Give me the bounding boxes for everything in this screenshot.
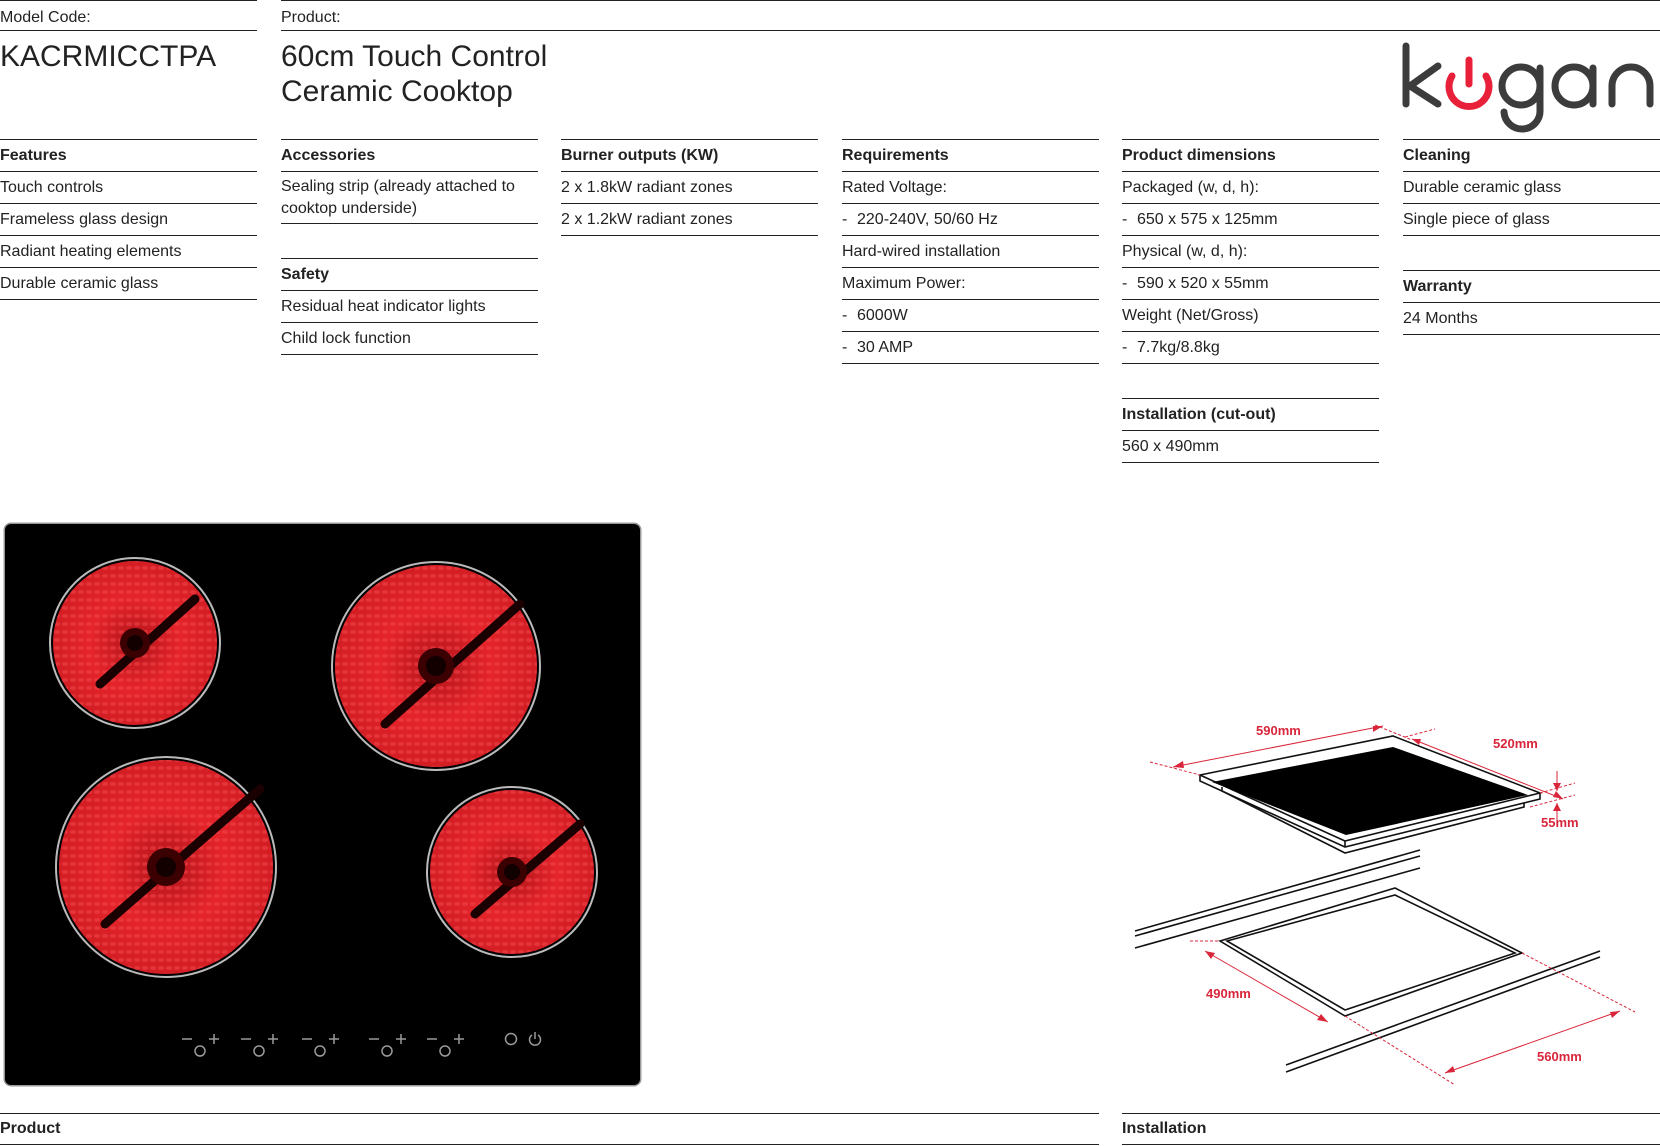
features-heading: Features — [0, 139, 257, 172]
model-code-label: Model Code: — [0, 0, 257, 31]
burner-outputs-item: 2 x 1.2kW radiant zones — [561, 204, 818, 236]
warranty-item: 24 Months — [1403, 303, 1660, 335]
timer-controls — [302, 1034, 339, 1057]
zone-2-controls — [241, 1034, 278, 1057]
spacer — [281, 224, 538, 258]
burner-bottom-right — [426, 786, 598, 958]
accessories-item: Sealing strip (already attached to cookt… — [281, 172, 538, 224]
features-item: Touch controls — [0, 172, 257, 204]
dimensions-value: 590 x 520 x 55mm — [1137, 275, 1269, 292]
features-section: Features Touch controls Frameless glass … — [0, 139, 257, 300]
product-dimensions-heading: Product dimensions — [1122, 139, 1379, 172]
burner-outputs-item: 2 x 1.8kW radiant zones — [561, 172, 818, 204]
bullet-dash: - — [842, 339, 848, 356]
requirements-item: Maximum Power: — [842, 268, 1099, 300]
cutout-width-dimension: 560mm — [1537, 1049, 1582, 1064]
requirements-value: 30 AMP — [857, 339, 914, 356]
power-icon — [1445, 56, 1493, 110]
requirements-item: Hard-wired installation — [842, 236, 1099, 268]
requirements-heading: Requirements — [842, 139, 1099, 172]
burner-bottom-left — [55, 756, 277, 978]
burner-outputs-heading: Burner outputs (KW) — [561, 139, 818, 172]
requirements-item: Rated Voltage: — [842, 172, 1099, 204]
features-item: Durable ceramic glass — [0, 268, 257, 300]
dimensions-item: -590 x 520 x 55mm — [1122, 268, 1379, 300]
cleaning-item: Durable ceramic glass — [1403, 172, 1660, 204]
requirements-section: Requirements Rated Voltage: -220-240V, 5… — [842, 139, 1099, 364]
cutout-depth-dimension: 490mm — [1206, 986, 1251, 1001]
depth-dimension: 520mm — [1493, 736, 1538, 751]
requirements-item: -6000W — [842, 300, 1099, 332]
zone-1-controls — [182, 1034, 219, 1057]
product-title: 60cm Touch Control Ceramic Cooktop — [281, 39, 547, 109]
height-dimension: 55mm — [1541, 815, 1579, 830]
requirements-item: -220-240V, 50/60 Hz — [842, 204, 1099, 236]
zone-3-controls — [369, 1034, 406, 1057]
bullet-dash: - — [1122, 339, 1128, 356]
installation-diagram-graphic: 590mm 520mm 55mm 490mm 560mm — [1134, 723, 1636, 1086]
cooktop-graphic — [49, 557, 598, 1057]
safety-item: Child lock function — [281, 323, 538, 355]
zone-4-controls — [427, 1034, 464, 1057]
installation-cutout-heading: Installation (cut-out) — [1122, 398, 1379, 431]
burner-outputs-section: Burner outputs (KW) 2 x 1.8kW radiant zo… — [561, 139, 818, 236]
spacer — [1122, 364, 1379, 398]
installation-diagram: 590mm 520mm 55mm 490mm 560mm — [1120, 715, 1660, 1095]
accessories-heading: Accessories — [281, 139, 538, 172]
product-footer-label: Product — [0, 1113, 1099, 1145]
bullet-dash: - — [842, 211, 848, 228]
bullet-dash: - — [842, 307, 848, 324]
burner-top-left — [49, 557, 221, 729]
power-icon — [528, 1034, 542, 1046]
kogan-logo — [1400, 40, 1660, 135]
dimensions-item: -650 x 575 x 125mm — [1122, 204, 1379, 236]
installation-cutout-item: 560 x 490mm — [1122, 431, 1379, 463]
width-dimension: 590mm — [1256, 723, 1301, 738]
cleaning-warranty-section: Cleaning Durable ceramic glass Single pi… — [1403, 139, 1660, 335]
warranty-heading: Warranty — [1403, 270, 1660, 303]
touch-control-panel — [182, 1032, 542, 1057]
product-title-line-2: Ceramic Cooktop — [281, 75, 513, 108]
dimensions-item: -7.7kg/8.8kg — [1122, 332, 1379, 364]
lock-icon — [504, 1032, 518, 1046]
accessories-safety-section: Accessories Sealing strip (already attac… — [281, 139, 538, 355]
features-item: Frameless glass design — [0, 204, 257, 236]
spacer — [1403, 236, 1660, 270]
installation-footer-label: Installation — [1122, 1113, 1660, 1145]
product-dimensions-section: Product dimensions Packaged (w, d, h): -… — [1122, 139, 1379, 463]
bullet-dash: - — [1122, 275, 1128, 292]
dimensions-value: 7.7kg/8.8kg — [1137, 339, 1220, 356]
dimensions-item: Weight (Net/Gross) — [1122, 300, 1379, 332]
dimensions-item: Physical (w, d, h): — [1122, 236, 1379, 268]
burner-top-right — [331, 561, 541, 771]
cleaning-heading: Cleaning — [1403, 139, 1660, 172]
product-label: Product: — [281, 0, 1660, 31]
requirements-item: -30 AMP — [842, 332, 1099, 364]
bullet-dash: - — [1122, 211, 1128, 228]
requirements-value: 6000W — [857, 307, 908, 324]
cleaning-item: Single piece of glass — [1403, 204, 1660, 236]
dimensions-item: Packaged (w, d, h): — [1122, 172, 1379, 204]
safety-item: Residual heat indicator lights — [281, 291, 538, 323]
product-title-line-1: 60cm Touch Control — [281, 40, 548, 73]
kogan-logo-graphic — [1402, 42, 1654, 133]
features-item: Radiant heating elements — [0, 236, 257, 268]
safety-heading: Safety — [281, 258, 538, 291]
requirements-value: 220-240V, 50/60 Hz — [857, 211, 998, 228]
dimensions-value: 650 x 575 x 125mm — [1137, 211, 1278, 228]
model-code: KACRMICCTPA — [0, 40, 217, 73]
cooktop-product-image — [5, 524, 640, 1085]
